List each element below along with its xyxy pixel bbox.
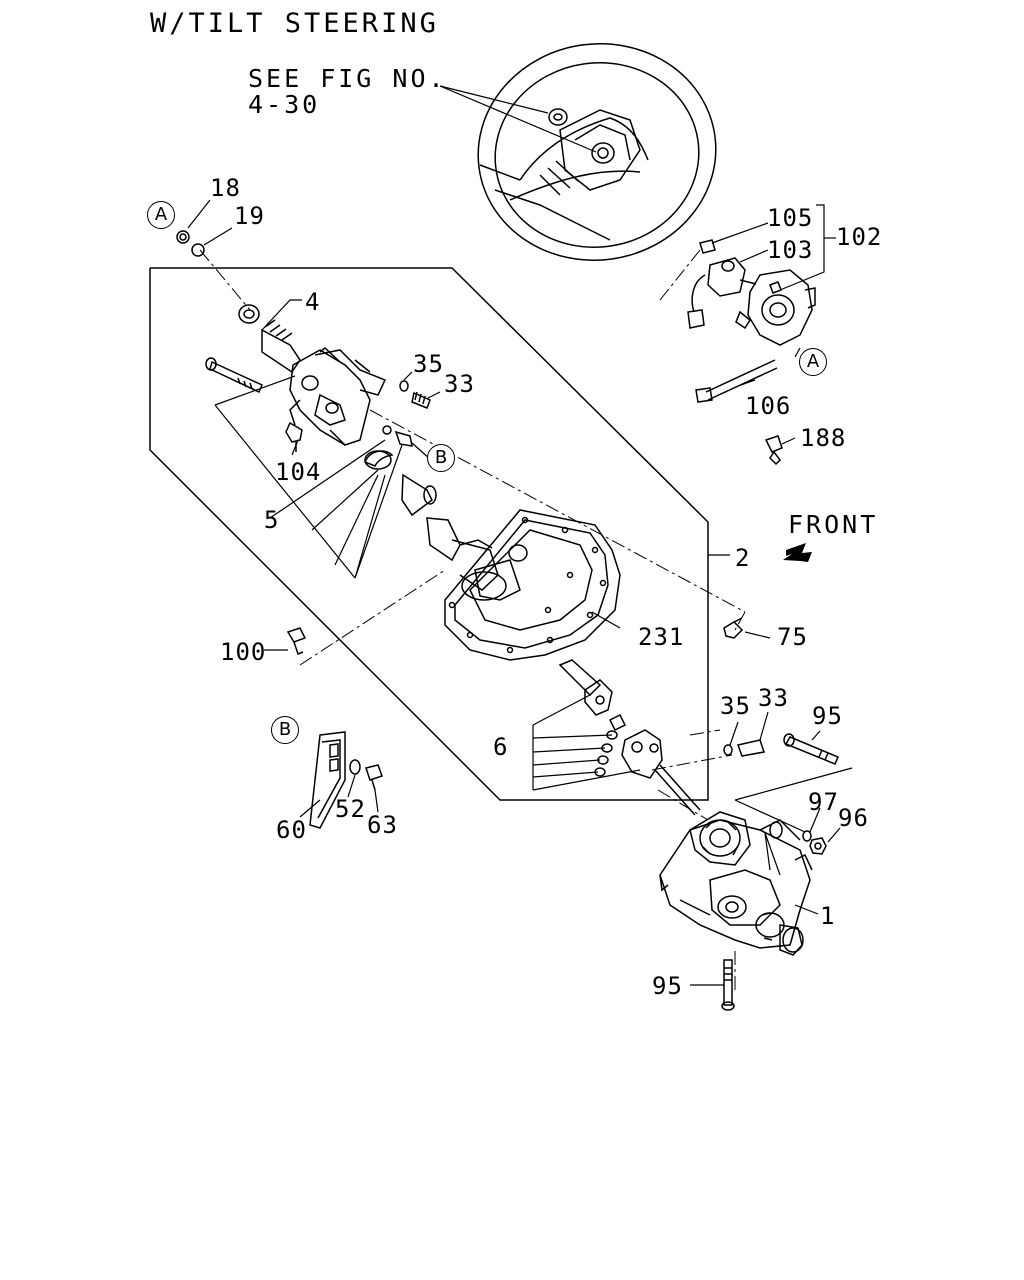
part-number-33-lower: 33 xyxy=(758,684,789,712)
part-number-97: 97 xyxy=(808,788,839,816)
leader-lines-6 xyxy=(533,695,640,790)
front-direction-label: FRONT xyxy=(788,510,879,539)
part-number-106: 106 xyxy=(745,392,792,420)
gear-fasteners xyxy=(722,734,838,1010)
see-figure-number: 4-30 xyxy=(248,90,321,119)
misc-fasteners xyxy=(177,231,742,654)
column-assembly-outline xyxy=(150,268,708,800)
part-number-95-upper: 95 xyxy=(812,702,843,730)
part-number-35-upper: 35 xyxy=(413,350,444,378)
see-fig-leaders xyxy=(440,86,596,152)
part-number-35-lower: 35 xyxy=(720,692,751,720)
part-number-60: 60 xyxy=(276,816,307,844)
part-number-105: 105 xyxy=(767,204,814,232)
combination-switch xyxy=(688,240,815,464)
part-number-231: 231 xyxy=(638,623,685,651)
part-number-63: 63 xyxy=(367,811,398,839)
callout-b-column: B xyxy=(427,444,455,472)
leader-lines xyxy=(215,376,402,578)
part-number-96: 96 xyxy=(838,804,869,832)
steering-gear-box xyxy=(660,812,812,955)
part-number-52: 52 xyxy=(335,795,366,823)
part-number-1: 1 xyxy=(820,902,836,930)
part-number-95-lower: 95 xyxy=(652,972,683,1000)
callout-a-switch: A xyxy=(799,348,827,376)
leader-lines-switch xyxy=(712,205,836,444)
part-number-33-upper: 33 xyxy=(444,370,475,398)
diagram-title: W/TILT STEERING xyxy=(150,8,439,39)
center-lines xyxy=(200,250,745,990)
column-cover-plate xyxy=(445,510,620,660)
part-number-19: 19 xyxy=(234,202,265,230)
part-number-18: 18 xyxy=(210,174,241,202)
front-arrow-icon xyxy=(783,543,812,562)
steering-wheel xyxy=(464,28,730,275)
part-number-75: 75 xyxy=(777,623,808,651)
part-number-188: 188 xyxy=(800,424,847,452)
callout-a-upper: A xyxy=(147,201,175,229)
part-number-100: 100 xyxy=(220,638,267,666)
part-number-5: 5 xyxy=(264,506,280,534)
see-figure-reference: SEE FIG NO. xyxy=(248,64,447,93)
part-number-103: 103 xyxy=(767,236,814,264)
part-number-6: 6 xyxy=(493,733,509,761)
intermediate-shaft xyxy=(560,660,700,815)
leader-lines-bracket xyxy=(300,775,378,817)
part-number-4: 4 xyxy=(305,288,321,316)
part-number-104: 104 xyxy=(275,458,322,486)
part-number-102: 102 xyxy=(836,223,883,251)
part-number-2: 2 xyxy=(735,544,751,572)
callout-b-bracket: B xyxy=(271,716,299,744)
leader-lines-gear xyxy=(735,768,852,875)
mounting-bracket xyxy=(310,732,382,828)
upper-column xyxy=(206,305,430,469)
